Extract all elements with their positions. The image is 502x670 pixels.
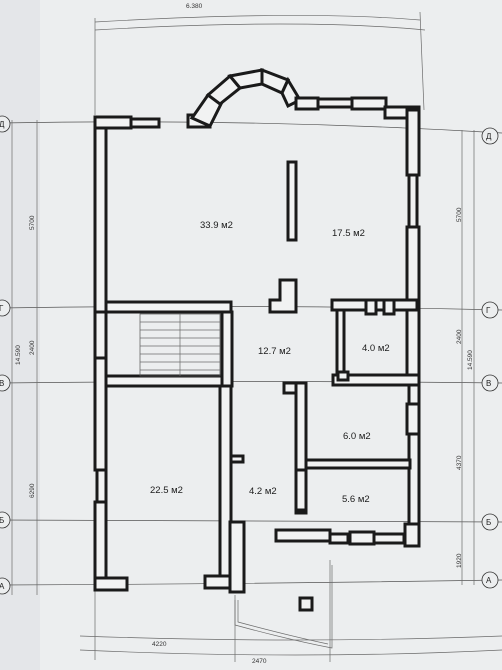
svg-text:В: В [0,379,4,388]
wall-top-mid [294,96,320,111]
room-area-corridor: 4.2 м2 [249,486,277,497]
room-area-hall: 12.7 м2 [258,346,291,357]
room-area-living: 33.9 м2 [200,220,233,231]
dim-left-total: 14.590 [15,345,22,365]
wall-bottom-left [93,576,129,592]
wall-top-left [93,115,133,130]
wall-bath-boiler [304,458,412,470]
axis-bubble-left-d: Д [0,115,11,133]
wall-entry-left [228,520,246,594]
axis-bubble-left-v: В [0,374,11,392]
window-left-lower [95,468,108,504]
wall-left-upper [93,115,108,335]
axis-bubble-right-b: Б [481,513,499,531]
wall-right-bath [405,402,421,436]
axis-line-v [0,381,502,384]
porch-outline-inner [237,600,329,645]
wall-v-left [104,374,232,388]
svg-text:Г: Г [486,306,491,315]
top-reference-line-2 [94,23,426,31]
svg-text:А: А [0,582,5,591]
dim-right-lower: 4370 [456,455,463,470]
svg-text:Д: Д [486,132,492,141]
window-right-upper [407,173,419,229]
wall-right-upper [405,108,421,177]
svg-text:Д: Д [0,120,5,129]
wall-v-right [331,373,421,387]
dim-right-total: 14.590 [467,350,474,370]
dim-right-mid: 2400 [456,329,463,344]
wall-g-pier-2 [382,298,396,316]
axis-line-g [0,306,502,311]
axis-bubble-left-a: А [0,577,11,595]
svg-text:В: В [486,379,491,388]
wall-bottom-mid [203,574,233,590]
dim-left-mid: 2400 [29,340,36,355]
window-bottom-right-1 [328,532,350,545]
dim-right-top: 5700 [456,207,463,222]
wall-stair-right [220,310,234,388]
dim-top-total: 6.380 [186,3,203,10]
axis-line-d [0,121,502,134]
wall-left-stair [93,310,108,360]
axis-bubble-right-g: Г [481,301,499,319]
dim-bottom-mid: 2470 [252,658,267,665]
axis-bubble-left-g: Г [0,299,11,317]
axis-bubble-right-v: В [481,374,499,392]
axis-line-a [0,579,502,586]
svg-text:Б: Б [486,518,491,527]
svg-text:Б: Б [0,516,4,525]
dim-left-top: 5700 [29,215,36,230]
room-area-bedroom: 22.5 м2 [150,485,183,496]
wall-right-bottom [403,522,421,548]
staircase [139,313,221,377]
dim-right-bottom: 1920 [456,553,463,568]
room-area-kitchen: 17.5 м2 [332,228,365,239]
room-area-storage: 4.0 м2 [362,343,390,354]
wall-top-right [350,96,388,111]
wall-corridor-nib [229,454,245,464]
wall-right-storage [405,308,421,378]
paper-sheet [40,0,502,670]
wall-boiler-left [294,381,308,515]
window-right-lower [407,432,421,526]
svg-text:А: А [486,576,492,585]
dim-left-bottom: 6290 [29,483,36,498]
axis-bubble-right-d: Д [481,127,499,145]
wall-storage-left [335,308,346,377]
wall-g-stub [268,278,298,314]
column-interior [286,160,298,242]
axis-bubble-left-b: Б [0,511,11,529]
porch-post [298,596,314,612]
bottom-dim-line [79,649,502,656]
room-area-boiler: 5.6 м2 [342,494,370,505]
wall-corridor-stub [294,468,308,512]
axis-bubble-right-a: А [481,571,499,589]
window-top-left [129,117,161,129]
porch-outline [234,565,333,649]
wall-entry-top [274,528,332,543]
wall-g-pier-1 [364,298,378,316]
wall-left-lower-upper [93,356,108,472]
window-bottom-right-2 [372,532,406,545]
wall-g-left [104,300,233,314]
svg-text:Г: Г [0,304,4,313]
window-top-right [316,97,354,109]
dim-bottom-left: 4220 [152,641,167,648]
top-reference-line [94,15,421,23]
top-right-extension [419,11,425,111]
room-area-bath: 6.0 м2 [343,431,371,442]
wall-bottom-pier [348,530,376,546]
wall-bath-nib [336,370,350,382]
walls [93,67,421,612]
